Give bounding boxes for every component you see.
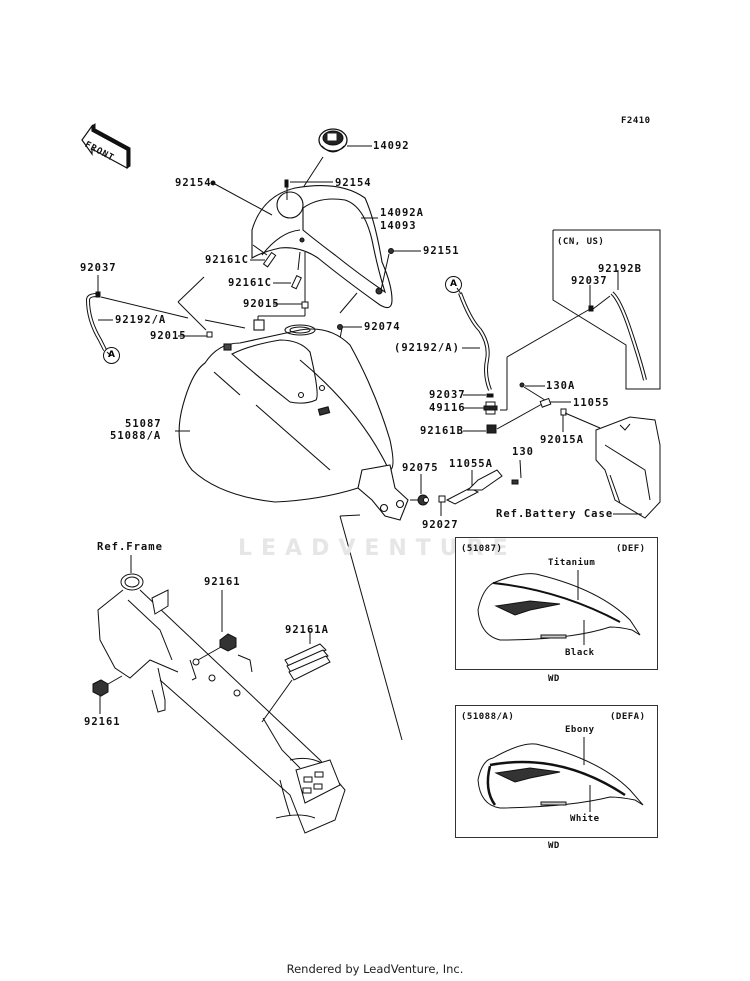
inset-def-code: (DEF): [616, 544, 646, 554]
front-arrow-icon: [81, 123, 131, 170]
reference-a-left: A: [103, 347, 120, 364]
callout-92161C-2[interactable]: 92161C: [228, 277, 272, 289]
battery-case: [595, 416, 661, 519]
inset-cn-us-title: (CN, US): [557, 237, 605, 247]
callout-51088A[interactable]: 51088/A: [110, 430, 162, 442]
tank-defa-drawing: [477, 743, 644, 809]
fuel-cap: [318, 128, 348, 153]
watermark: LEADVENTURE: [238, 536, 517, 561]
callout-14092A[interactable]: 14092A: [380, 207, 424, 219]
tank-def-drawing: [477, 573, 641, 641]
callout-92075[interactable]: 92075: [402, 462, 439, 474]
callout-92161-bottom[interactable]: 92161: [84, 716, 121, 728]
callout-92015-top[interactable]: 92015: [243, 298, 280, 310]
callout-92192B[interactable]: 92192B: [598, 263, 642, 275]
inset-def: [455, 537, 658, 670]
callout-92037-left[interactable]: 92037: [80, 262, 117, 274]
callout-92192A-paren[interactable]: (92192/A): [394, 342, 460, 354]
callout-51087[interactable]: 51087: [125, 418, 162, 430]
callout-92037-mid[interactable]: 92037: [429, 389, 466, 401]
callout-14093[interactable]: 14093: [380, 220, 417, 232]
callout-92154-left[interactable]: 92154: [175, 177, 212, 189]
inset-def-part[interactable]: (51087): [461, 544, 503, 554]
inset-defa-top-color: Ebony: [565, 725, 595, 735]
callout-49116[interactable]: 49116: [429, 402, 466, 414]
reference-frame[interactable]: Ref.Frame: [97, 541, 163, 553]
callout-92037-inset[interactable]: 92037: [571, 275, 608, 287]
callout-11055A[interactable]: 11055A: [449, 458, 493, 470]
inset-def-bottom-color: Black: [565, 648, 595, 658]
callout-92161B[interactable]: 92161B: [420, 425, 464, 437]
reference-battery-case[interactable]: Ref.Battery Case: [496, 508, 614, 520]
callout-92074[interactable]: 92074: [364, 321, 401, 333]
inset-defa-bottom-color: White: [570, 814, 600, 824]
reference-a-right: A: [445, 276, 462, 293]
callout-92015A[interactable]: 92015A: [540, 434, 584, 446]
callout-92161-top[interactable]: 92161: [204, 576, 241, 588]
inset-defa-code: (DEFA): [610, 712, 646, 722]
callout-92154-right[interactable]: 92154: [335, 177, 372, 189]
inset-defa: [455, 705, 658, 838]
tank-console-cover: [251, 185, 393, 309]
callout-92192A[interactable]: 92192/A: [115, 314, 167, 326]
callout-92151[interactable]: 92151: [423, 245, 460, 257]
inset-defa-part[interactable]: (51088/A): [461, 712, 515, 722]
inset-def-model: WD: [548, 674, 560, 684]
fuel-tank: [178, 319, 409, 521]
footer-credit: Rendered by LeadVenture, Inc.: [286, 962, 464, 976]
figure-id: F2410: [621, 116, 651, 126]
callout-14092[interactable]: 14092: [373, 140, 410, 152]
motorcycle-frame: [97, 573, 346, 834]
callout-92161A[interactable]: 92161A: [285, 624, 329, 636]
callout-130A[interactable]: 130A: [546, 380, 576, 392]
callout-92015-left[interactable]: 92015: [150, 330, 187, 342]
callout-11055[interactable]: 11055: [573, 397, 610, 409]
callout-92027[interactable]: 92027: [422, 519, 459, 531]
callout-130[interactable]: 130: [512, 446, 534, 458]
inset-defa-model: WD: [548, 841, 560, 851]
inset-def-top-color: Titanium: [548, 558, 596, 568]
callout-92161C-1[interactable]: 92161C: [205, 254, 249, 266]
